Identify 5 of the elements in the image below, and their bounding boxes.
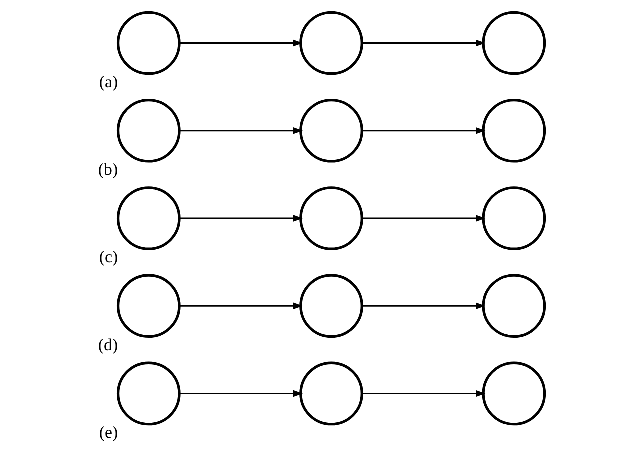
node-label: (d) (98, 335, 118, 354)
node-label: (b) (98, 160, 118, 180)
node-label: (e) (98, 422, 118, 442)
node-label: (a) (98, 72, 118, 92)
node-label: (c) (98, 248, 118, 267)
